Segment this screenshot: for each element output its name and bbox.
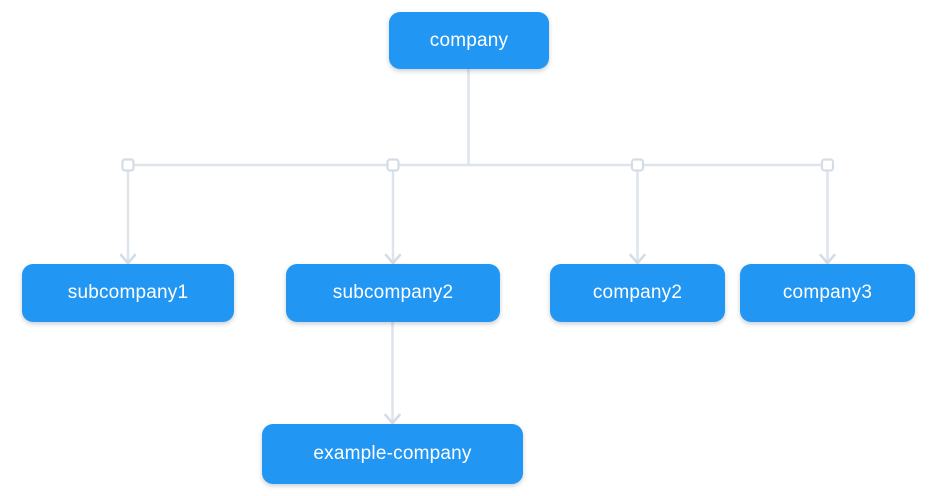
arrowhead-icon xyxy=(819,253,836,265)
link-handle[interactable] xyxy=(386,158,400,172)
node-company[interactable]: company xyxy=(389,12,549,69)
link-handle[interactable] xyxy=(121,158,135,172)
node-label: company3 xyxy=(782,282,873,303)
node-example-company[interactable]: example-company xyxy=(262,424,523,484)
link-handle[interactable] xyxy=(820,158,835,172)
node-label: company2 xyxy=(592,282,683,303)
arrowhead-icon xyxy=(384,413,401,425)
arrowhead-icon xyxy=(384,253,402,265)
link-handle[interactable] xyxy=(630,158,645,172)
node-label: example-company xyxy=(313,443,472,464)
node-subcompany1[interactable]: subcompany1 xyxy=(22,264,234,322)
arrowhead-icon xyxy=(629,253,646,265)
node-label: company xyxy=(429,29,509,51)
node-label: subcompany1 xyxy=(67,282,189,303)
arrowhead-icon xyxy=(119,253,137,265)
node-company3[interactable]: company3 xyxy=(740,264,915,322)
node-label: subcompany2 xyxy=(332,282,454,303)
node-subcompany2[interactable]: subcompany2 xyxy=(286,264,500,322)
node-company2[interactable]: company2 xyxy=(550,264,725,322)
